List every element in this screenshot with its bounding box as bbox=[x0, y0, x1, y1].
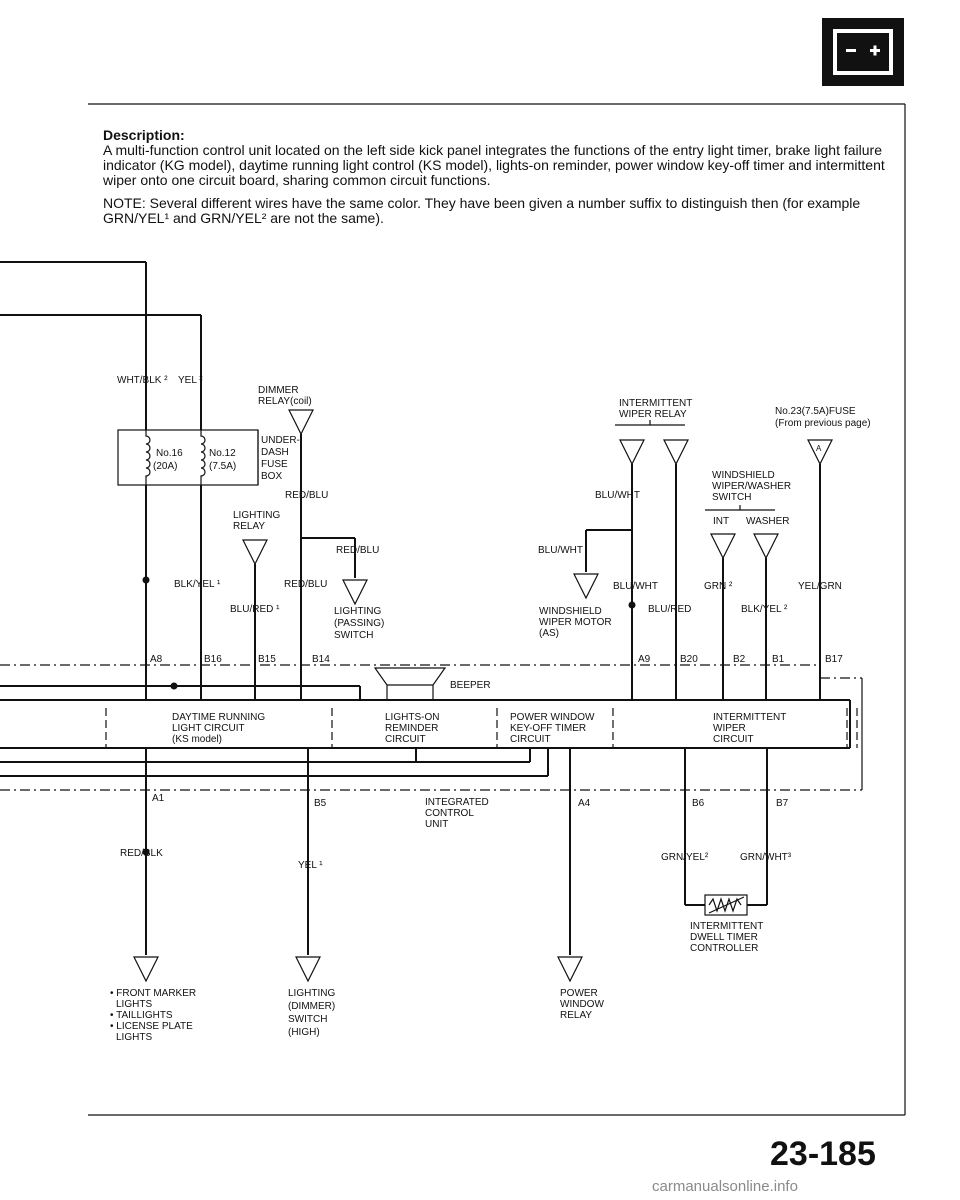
dimmer-switch-label: LIGHTING bbox=[288, 988, 335, 999]
drl-circuit-label: (KS model) bbox=[172, 734, 222, 745]
wiper-motor-label: WINDSHIELD bbox=[539, 606, 602, 617]
wire-blu-red1: BLU/RED ¹ bbox=[230, 604, 280, 615]
fuse-no12: No.12 bbox=[209, 448, 236, 459]
pw-relay-label: WINDOW bbox=[560, 999, 604, 1010]
pw-relay-label: RELAY bbox=[560, 1010, 592, 1021]
terminal-b15: B15 bbox=[258, 654, 276, 665]
wire-blu-wht-2: BLU/WHT bbox=[538, 545, 583, 556]
wiper-relay-label: INTERMITTENT bbox=[619, 398, 692, 409]
terminal-a9: A9 bbox=[638, 654, 651, 665]
wire-red-blk: RED/BLK bbox=[120, 848, 163, 859]
wire-blu-red: BLU/RED bbox=[648, 604, 691, 615]
pw-relay-label: POWER bbox=[560, 988, 598, 999]
washer-switch-label: WINDSHIELD bbox=[712, 470, 775, 481]
wire-blu-wht-1: BLU/WHT bbox=[595, 490, 640, 501]
passing-switch-label: (PASSING) bbox=[334, 618, 384, 629]
page-number: 23-185 bbox=[770, 1135, 876, 1173]
note-text: NOTE: Several different wires have the s… bbox=[103, 195, 861, 226]
lights-output-label: • TAILLIGHTS bbox=[110, 1010, 173, 1021]
wiper-circuit-label: CIRCUIT bbox=[713, 734, 754, 745]
dwell-timer-label: CONTROLLER bbox=[690, 943, 758, 954]
dimmer-switch-label: (HIGH) bbox=[288, 1027, 320, 1038]
wiper-relay-label: WIPER RELAY bbox=[619, 409, 687, 420]
wiper-motor-label: WIPER MOTOR bbox=[539, 617, 612, 628]
wiper-motor-label: (AS) bbox=[539, 628, 559, 639]
battery-icon bbox=[822, 18, 904, 86]
control-unit-label: UNIT bbox=[425, 819, 448, 830]
reminder-circuit-label: CIRCUIT bbox=[385, 734, 426, 745]
terminal-b5: B5 bbox=[314, 798, 327, 809]
drl-circuit-label: LIGHT CIRCUIT bbox=[172, 723, 245, 734]
description-body: A multi-function control unit located on… bbox=[103, 142, 885, 188]
ext-fuse-sub: (From previous page) bbox=[775, 418, 871, 429]
fuse-box-label: DASH bbox=[261, 447, 289, 458]
wire-grn-wht3: GRN/WHT³ bbox=[740, 852, 792, 863]
lights-output-label: • LICENSE PLATE bbox=[110, 1021, 193, 1032]
wire-blk-yel1: BLK/YEL ¹ bbox=[174, 579, 221, 590]
wire-blk-yel2: BLK/YEL ² bbox=[741, 604, 788, 615]
terminal-b1: B1 bbox=[772, 654, 785, 665]
wire-red-blu-1: RED/BLU bbox=[285, 490, 328, 501]
dimmer-switch-label: (DIMMER) bbox=[288, 1001, 335, 1012]
wire-grn2: GRN ² bbox=[704, 581, 733, 592]
fuse-box-label: BOX bbox=[261, 471, 282, 482]
wire-blu-wht-3: BLU/WHT bbox=[613, 581, 658, 592]
terminal-a1: A1 bbox=[152, 793, 165, 804]
lights-output-label: LIGHTS bbox=[116, 999, 152, 1010]
control-unit-label: CONTROL bbox=[425, 808, 474, 819]
wire-yel2: YEL ² bbox=[178, 375, 203, 386]
dwell-timer-label: INTERMITTENT bbox=[690, 921, 763, 932]
wire-yel1: YEL ¹ bbox=[298, 860, 323, 871]
wiper-circuit-label: INTERMITTENT bbox=[713, 712, 786, 723]
lights-output-label: • FRONT MARKER bbox=[110, 988, 196, 999]
fuse-no16-amp: (20A) bbox=[153, 461, 177, 472]
switch-int-label: INT bbox=[713, 516, 729, 527]
dimmer-relay-label: RELAY(coil) bbox=[258, 396, 312, 407]
description-heading: Description: bbox=[103, 127, 185, 143]
lighting-relay-label: RELAY bbox=[233, 521, 265, 532]
passing-switch-label: LIGHTING bbox=[334, 606, 381, 617]
passing-switch-label: SWITCH bbox=[334, 630, 373, 641]
fuse-box-label: UNDER- bbox=[261, 435, 300, 446]
ext-fuse-terminal: A bbox=[816, 444, 822, 453]
wire-red-blu-2: RED/BLU bbox=[336, 545, 379, 556]
dimmer-switch-label: SWITCH bbox=[288, 1014, 327, 1025]
terminal-b6: B6 bbox=[692, 798, 705, 809]
wiper-circuit-label: WIPER bbox=[713, 723, 746, 734]
switch-washer-label: WASHER bbox=[746, 516, 790, 527]
reminder-circuit-label: REMINDER bbox=[385, 723, 438, 734]
wire-yel-grn: YEL/GRN bbox=[798, 581, 842, 592]
terminal-b2: B2 bbox=[733, 654, 746, 665]
washer-switch-label: SWITCH bbox=[712, 492, 751, 503]
reminder-circuit-label: LIGHTS-ON bbox=[385, 712, 439, 723]
fuse-no16: No.16 bbox=[156, 448, 183, 459]
description: Description: A multi-function control un… bbox=[103, 128, 903, 234]
terminal-b14: B14 bbox=[312, 654, 330, 665]
washer-switch-label: WIPER/WASHER bbox=[712, 481, 791, 492]
dimmer-relay-label: DIMMER bbox=[258, 385, 299, 396]
fuse-no12-amp: (7.5A) bbox=[209, 461, 236, 472]
ext-fuse-label: No.23(7.5A)FUSE bbox=[775, 406, 856, 417]
beeper-label: BEEPER bbox=[450, 680, 491, 691]
fuse-box-label: FUSE bbox=[261, 459, 288, 470]
pw-circuit-label: CIRCUIT bbox=[510, 734, 551, 745]
lighting-relay-label: LIGHTING bbox=[233, 510, 280, 521]
dwell-timer-label: DWELL TIMER bbox=[690, 932, 758, 943]
terminal-b16: B16 bbox=[204, 654, 222, 665]
pw-circuit-label: KEY-OFF TIMER bbox=[510, 723, 586, 734]
terminal-a8: A8 bbox=[150, 654, 163, 665]
terminal-b7: B7 bbox=[776, 798, 789, 809]
control-unit-label: INTEGRATED bbox=[425, 797, 489, 808]
wire-wht-blk2: WHT/BLK ² bbox=[117, 375, 168, 386]
terminal-a4: A4 bbox=[578, 798, 591, 809]
terminal-b20: B20 bbox=[680, 654, 698, 665]
terminal-b17: B17 bbox=[825, 654, 843, 665]
wire-grn-yel2: GRN/YEL² bbox=[661, 852, 709, 863]
pw-circuit-label: POWER WINDOW bbox=[510, 712, 595, 723]
drl-circuit-label: DAYTIME RUNNING bbox=[172, 712, 265, 723]
wire-red-blu-3: RED/BLU bbox=[284, 579, 327, 590]
lights-output-label: LIGHTS bbox=[116, 1032, 152, 1043]
watermark: carmanualsonline.info bbox=[652, 1178, 798, 1195]
